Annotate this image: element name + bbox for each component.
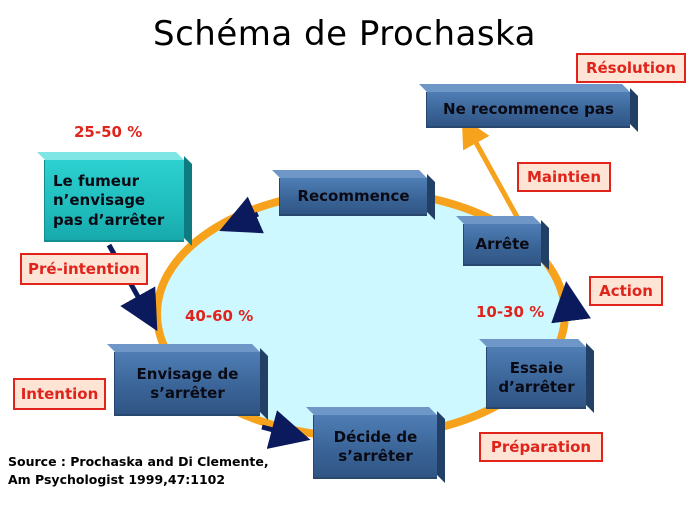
source-line-1: Source : Prochaska and Di Clemente, [8,454,269,469]
box-tries: Essaie d’arrêter [479,339,594,413]
arrow-tries-to-stops [551,281,591,324]
box-smoker-label: Le fumeur n’envisage pas d’arrêter [53,171,165,229]
box-relapse: Recommence [272,170,435,220]
box-decides-label: Décide de s’arrêter [333,427,418,466]
stage-maintenance: Maintien [517,162,611,192]
page-title: Schéma de Prochaska [153,14,536,54]
pct-middle-right: 10-30 % [476,303,545,321]
stage-resolution: Résolution [576,53,686,83]
box-stops-label: Arrête [475,235,530,254]
stage-action: Action [589,276,663,306]
box-decides: Décide de s’arrêter [306,407,445,483]
source-citation: Source : Prochaska and Di Clemente, Am P… [8,453,269,489]
box-considers-label: Envisage de s’arrêter [136,364,239,403]
box-relapse-label: Recommence [297,187,410,206]
stage-preparation: Préparation [479,432,603,462]
exit-arrow [461,116,524,226]
box-no-relapse: Ne recommence pas [419,84,638,132]
arrow-relapse [219,196,264,234]
box-no-relapse-label: Ne recommence pas [443,100,614,119]
box-considers: Envisage de s’arrêter [107,344,268,420]
stage-intention: Intention [13,378,106,410]
arrow-considers-to-decides [261,410,311,449]
stage-pre-intention: Pré-intention [20,253,148,285]
box-tries-label: Essaie d’arrêter [498,358,575,397]
box-stops: Arrête [456,216,549,270]
source-line-2: Am Psychologist 1999,47:1102 [8,472,226,488]
pct-top-left: 25-50 % [74,123,143,141]
box-smoker: Le fumeur n’envisage pas d’arrêter [37,152,192,246]
pct-middle-left: 40-60 % [185,307,254,325]
